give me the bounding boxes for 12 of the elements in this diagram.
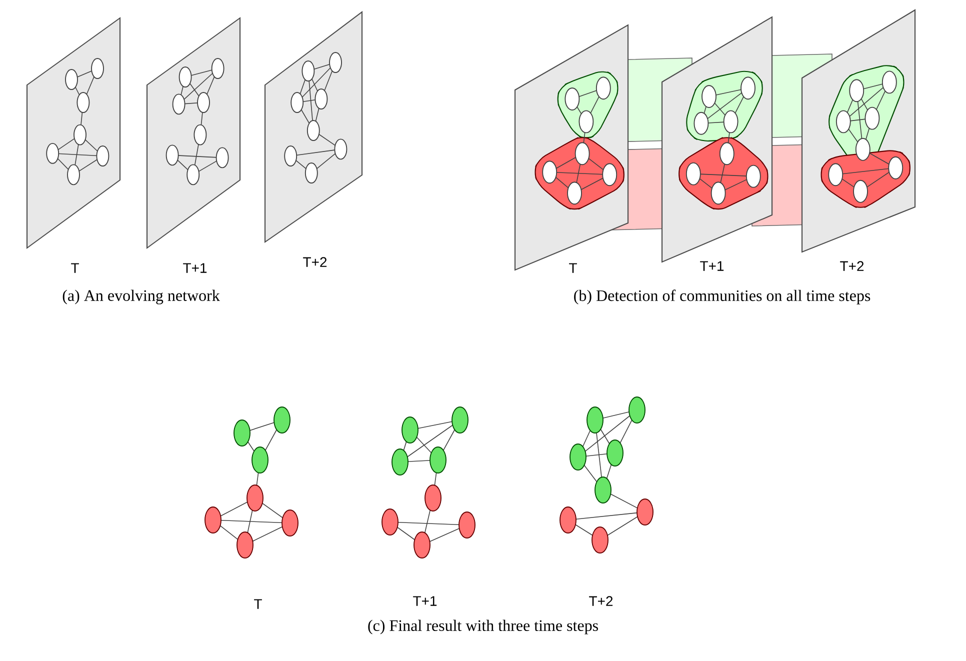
- time-step-label: T+1: [700, 261, 724, 271]
- time-step-label: T: [254, 599, 262, 609]
- time-step-label: T+1: [413, 596, 437, 606]
- time-step-label: T+2: [589, 596, 613, 606]
- time-step-label: T: [569, 263, 577, 273]
- time-step-label: T+2: [303, 257, 327, 267]
- time-step-label: T: [71, 263, 79, 273]
- caption: (b) Detection of communities on all time steps: [574, 290, 870, 304]
- time-step-label: T+1: [183, 263, 207, 273]
- time-step-label: T+2: [840, 261, 864, 271]
- caption: (c) Final result with three time steps: [368, 620, 598, 634]
- caption: (a) An evolving network: [62, 290, 220, 304]
